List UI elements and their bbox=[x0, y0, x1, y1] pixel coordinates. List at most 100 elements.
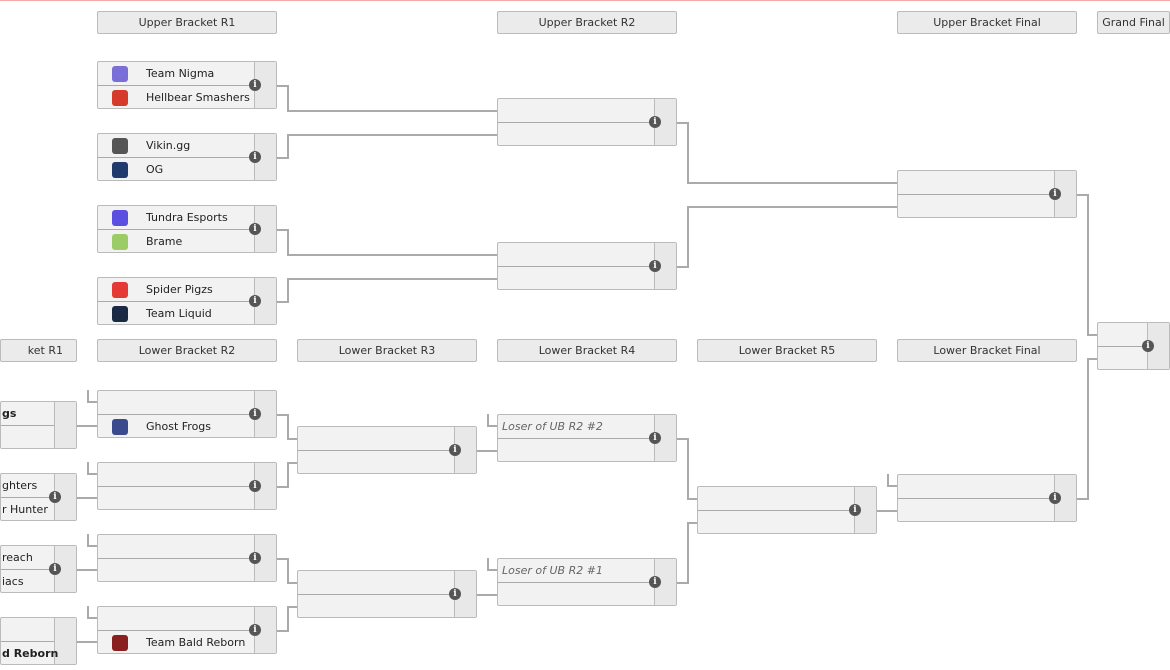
team-slot[interactable] bbox=[1098, 346, 1147, 370]
connector-line bbox=[287, 462, 289, 488]
match-lb-r1[interactable]: gs bbox=[0, 401, 77, 449]
team-slot[interactable]: Team Bald Reborn bbox=[98, 630, 254, 654]
brame-logo-icon bbox=[112, 234, 128, 250]
team-name: Brame bbox=[146, 235, 183, 248]
info-icon[interactable]: i bbox=[49, 563, 61, 575]
info-icon[interactable]: i bbox=[249, 552, 261, 564]
team-slot[interactable] bbox=[498, 438, 654, 462]
match-grand-final[interactable] bbox=[1097, 322, 1170, 370]
team-slot[interactable] bbox=[898, 475, 1054, 498]
team-slot[interactable]: d Reborn bbox=[1, 641, 58, 665]
team-slot[interactable]: Loser of UB R2 #2 bbox=[498, 415, 654, 438]
team-slot[interactable] bbox=[498, 582, 654, 606]
match-lb-r3[interactable] bbox=[297, 570, 477, 618]
match-lb-r5[interactable] bbox=[697, 486, 877, 534]
info-icon[interactable]: i bbox=[249, 624, 261, 636]
info-icon[interactable]: i bbox=[649, 116, 661, 128]
team-slot[interactable]: Loser of UB R2 #1 bbox=[498, 559, 654, 582]
team-slot[interactable] bbox=[498, 266, 654, 290]
info-icon[interactable]: i bbox=[1142, 340, 1154, 352]
info-icon[interactable]: i bbox=[649, 576, 661, 588]
team-slot[interactable] bbox=[98, 463, 254, 486]
match-lb-r4[interactable]: Loser of UB R2 #2 bbox=[497, 414, 677, 462]
team-slot[interactable]: Tundra Esports bbox=[98, 206, 254, 229]
connector-line bbox=[77, 569, 97, 571]
hellbear-logo-icon bbox=[112, 90, 128, 106]
match-lb-r4[interactable]: Loser of UB R2 #1 bbox=[497, 558, 677, 606]
match-lb-r1[interactable]: d Reborn bbox=[0, 617, 77, 665]
info-icon[interactable]: i bbox=[249, 480, 261, 492]
team-slot[interactable] bbox=[498, 122, 654, 146]
connector-line bbox=[1077, 194, 1087, 196]
team-slot[interactable] bbox=[698, 487, 854, 510]
team-slot[interactable] bbox=[898, 498, 1054, 522]
team-slot[interactable]: gs bbox=[1, 402, 54, 425]
info-icon[interactable]: i bbox=[449, 588, 461, 600]
team-slot[interactable] bbox=[1, 618, 54, 641]
info-icon[interactable]: i bbox=[249, 151, 261, 163]
connector-line bbox=[287, 606, 297, 608]
info-icon[interactable]: i bbox=[249, 295, 261, 307]
team-slot[interactable] bbox=[98, 535, 254, 558]
team-slot[interactable] bbox=[498, 99, 654, 122]
team-slot[interactable]: Team Liquid bbox=[98, 301, 254, 325]
team-slot[interactable] bbox=[898, 194, 1054, 218]
match-lb-r1[interactable]: reach iacs bbox=[0, 545, 77, 593]
connector-line bbox=[87, 617, 97, 619]
team-slot[interactable] bbox=[98, 558, 254, 582]
team-slot[interactable] bbox=[698, 510, 854, 534]
match-lb-r3[interactable] bbox=[297, 426, 477, 474]
team-slot[interactable]: OG bbox=[98, 157, 254, 181]
info-icon[interactable]: i bbox=[249, 223, 261, 235]
connector-line bbox=[277, 85, 287, 87]
match-lb-r2[interactable]: Team Bald Reborn bbox=[97, 606, 277, 654]
team-slot[interactable] bbox=[298, 594, 454, 618]
info-icon[interactable]: i bbox=[1049, 492, 1061, 504]
info-icon[interactable]: i bbox=[449, 444, 461, 456]
connector-line bbox=[687, 522, 697, 524]
team-slot[interactable]: Vikin.gg bbox=[98, 134, 254, 157]
team-slot[interactable]: Spider Pigzs bbox=[98, 278, 254, 301]
team-slot[interactable] bbox=[1, 425, 54, 449]
match-ub-r2[interactable] bbox=[497, 242, 677, 290]
team-slot[interactable]: Team Nigma bbox=[98, 62, 254, 85]
connector-line bbox=[687, 206, 897, 208]
team-slot[interactable] bbox=[298, 450, 454, 474]
match-lb-r2[interactable]: Ghost Frogs bbox=[97, 390, 277, 438]
team-slot[interactable]: Brame bbox=[98, 229, 254, 253]
info-icon[interactable]: i bbox=[1049, 188, 1061, 200]
info-icon[interactable]: i bbox=[649, 432, 661, 444]
round-header-ub-r2: Upper Bracket R2 bbox=[497, 11, 677, 34]
info-icon[interactable]: i bbox=[249, 408, 261, 420]
info-icon[interactable]: i bbox=[849, 504, 861, 516]
info-icon[interactable]: i bbox=[649, 260, 661, 272]
connector-line bbox=[287, 278, 289, 303]
team-slot[interactable]: r Hunter bbox=[1, 497, 54, 521]
team-slot[interactable] bbox=[98, 391, 254, 414]
team-slot[interactable] bbox=[298, 571, 454, 594]
score-column bbox=[54, 618, 76, 664]
match-lb-r2[interactable] bbox=[97, 534, 277, 582]
team-slot[interactable]: reach bbox=[1, 546, 54, 569]
info-icon[interactable]: i bbox=[249, 79, 261, 91]
connector-line bbox=[487, 569, 497, 571]
team-slot[interactable]: iacs bbox=[1, 569, 54, 593]
team-slot[interactable] bbox=[98, 607, 254, 630]
team-slot[interactable] bbox=[1098, 323, 1147, 346]
team-slot[interactable] bbox=[898, 171, 1054, 194]
team-slot[interactable] bbox=[98, 486, 254, 510]
team-slot[interactable]: Ghost Frogs bbox=[98, 414, 254, 438]
match-lb-r2[interactable] bbox=[97, 462, 277, 510]
team-slot[interactable] bbox=[298, 427, 454, 450]
connector-line bbox=[687, 122, 689, 184]
team-slot[interactable]: Hellbear Smashers bbox=[98, 85, 254, 109]
team-slot[interactable]: ghters bbox=[1, 474, 54, 497]
team-name: iacs bbox=[2, 575, 24, 588]
info-icon[interactable]: i bbox=[49, 491, 61, 503]
team-slot[interactable] bbox=[498, 243, 654, 266]
match-ub-r2[interactable] bbox=[497, 98, 677, 146]
